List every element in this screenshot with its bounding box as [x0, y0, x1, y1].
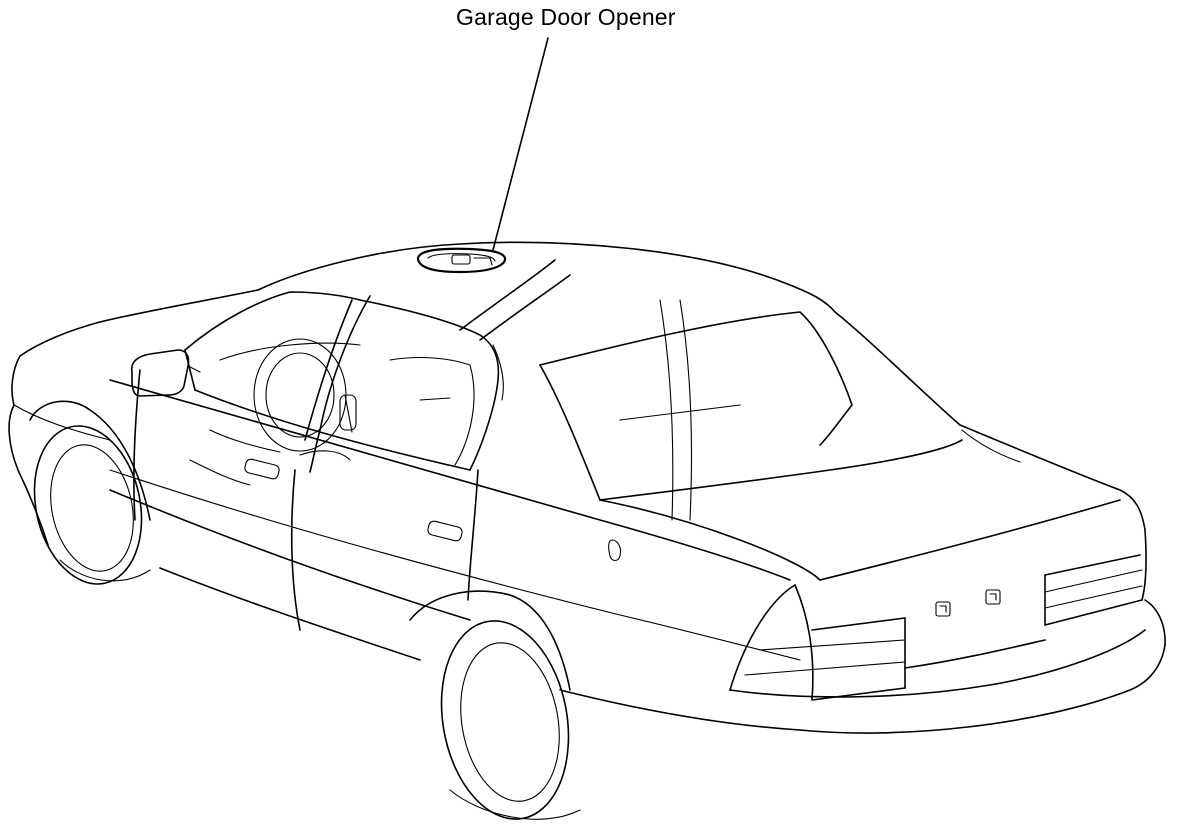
interior: [189, 338, 475, 486]
rear-trunk-panel: [904, 574, 1046, 689]
door-handles: [244, 458, 622, 562]
rear-window: [539, 299, 963, 521]
front-wheel: [29, 400, 151, 585]
side-windows: [184, 259, 571, 473]
callout-leader-line: [492, 37, 549, 251]
garage-door-opener-module: [416, 247, 507, 274]
garage-door-opener-label: Garage Door Opener: [456, 4, 676, 30]
car-body-outline: [8, 241, 1166, 734]
rear-wheel: [409, 590, 581, 820]
side-mirror: [130, 349, 201, 397]
tail-lights: [729, 554, 1143, 701]
door-seams: [133, 369, 479, 631]
